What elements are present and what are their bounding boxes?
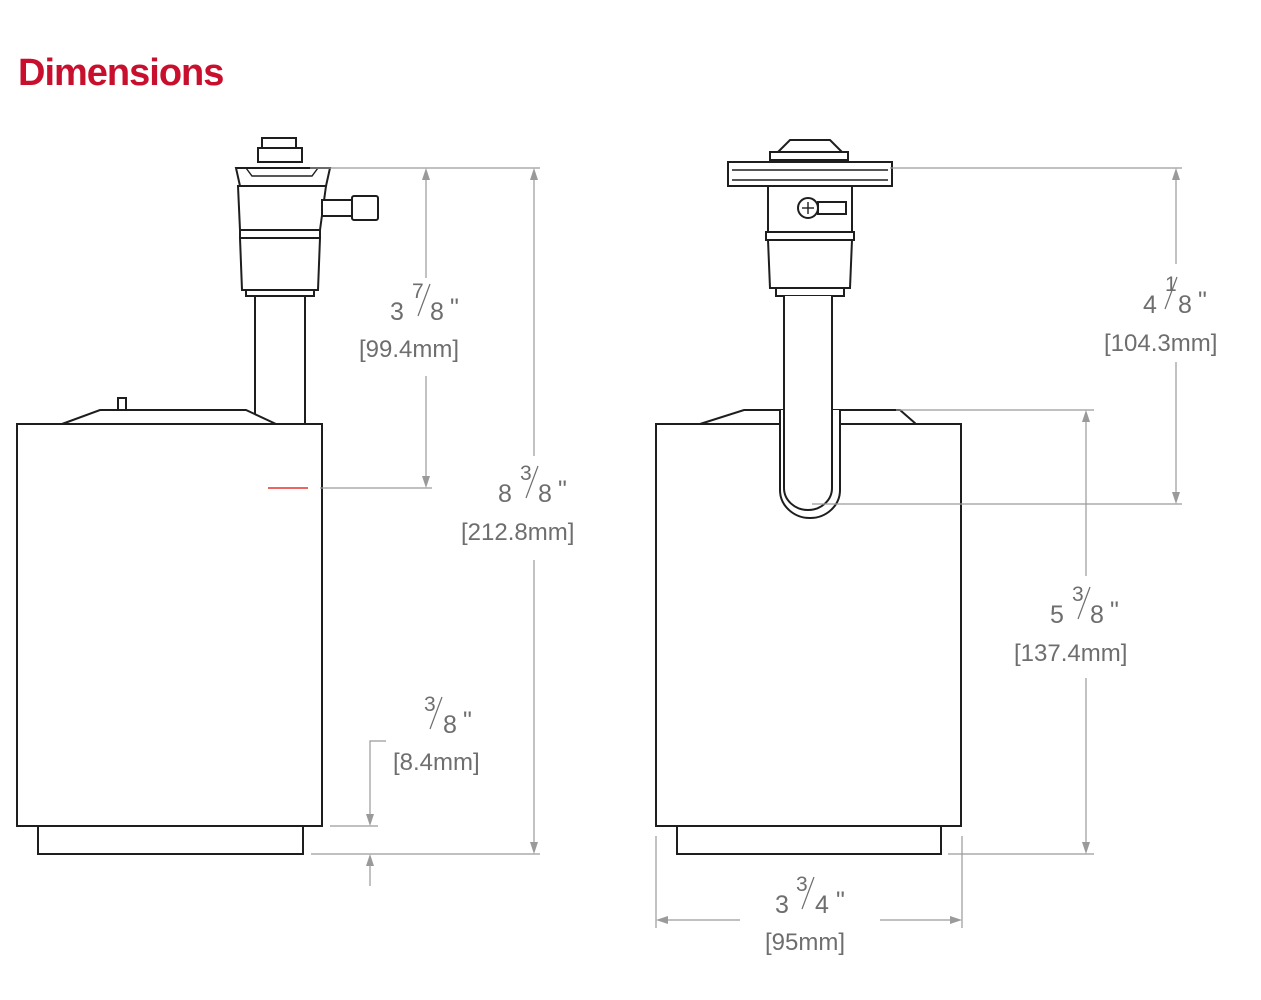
dim-whole: 5 — [1050, 601, 1064, 629]
dim-unit: " — [450, 294, 459, 322]
dim-numerator: 7 — [412, 280, 424, 303]
dim-denominator: 8 — [1178, 291, 1192, 319]
dim-unit: " — [836, 887, 845, 915]
dim-metric: [8.4mm] — [393, 749, 480, 776]
dim-unit: " — [1198, 287, 1207, 315]
dimension-label-bottom-lip: 3 8 " [8.4mm] — [393, 693, 480, 776]
dimension-label-body-height: 5 3 8 " [137.4mm] — [1014, 583, 1127, 667]
dim-numerator: 3 — [1072, 583, 1084, 606]
dim-denominator: 4 — [815, 891, 829, 919]
dim-numerator: 3 — [520, 462, 532, 485]
dim-metric: [212.8mm] — [461, 519, 574, 546]
dim-whole: 3 — [390, 298, 404, 326]
dim-unit: " — [558, 476, 567, 504]
dim-denominator: 8 — [430, 298, 444, 326]
dim-metric: [104.3mm] — [1104, 330, 1217, 357]
page-title: Dimensions — [18, 52, 224, 94]
front-view-dimension-lines — [655, 167, 1182, 928]
dim-metric: [95mm] — [765, 929, 845, 956]
dim-denominator: 8 — [1090, 601, 1104, 629]
front-view — [655, 139, 962, 855]
dim-metric: [99.4mm] — [359, 336, 459, 363]
dim-whole: 4 — [1143, 291, 1157, 319]
dimension-label-width: 3 3 4 " [95mm] — [765, 873, 845, 956]
dimension-label-arm-height: 3 7 8 " [99.4mm] — [359, 280, 459, 363]
dim-whole: 8 — [498, 480, 512, 508]
side-view — [16, 137, 379, 855]
dim-whole: 3 — [775, 891, 789, 919]
dimension-label-total-height: 8 3 8 " [212.8mm] — [461, 462, 574, 546]
dim-numerator: 3 — [424, 693, 436, 716]
dim-denominator: 8 — [443, 711, 457, 739]
dim-unit: " — [1110, 597, 1119, 625]
dim-denominator: 8 — [538, 480, 552, 508]
side-view-dimension-lines — [310, 167, 540, 886]
dim-numerator: 3 — [796, 873, 808, 896]
dim-metric: [137.4mm] — [1014, 640, 1127, 667]
dimension-label-mount-height: 4 1 8 " [104.3mm] — [1104, 273, 1217, 357]
dim-numerator: 1 — [1165, 273, 1177, 296]
dim-unit: " — [463, 707, 472, 735]
